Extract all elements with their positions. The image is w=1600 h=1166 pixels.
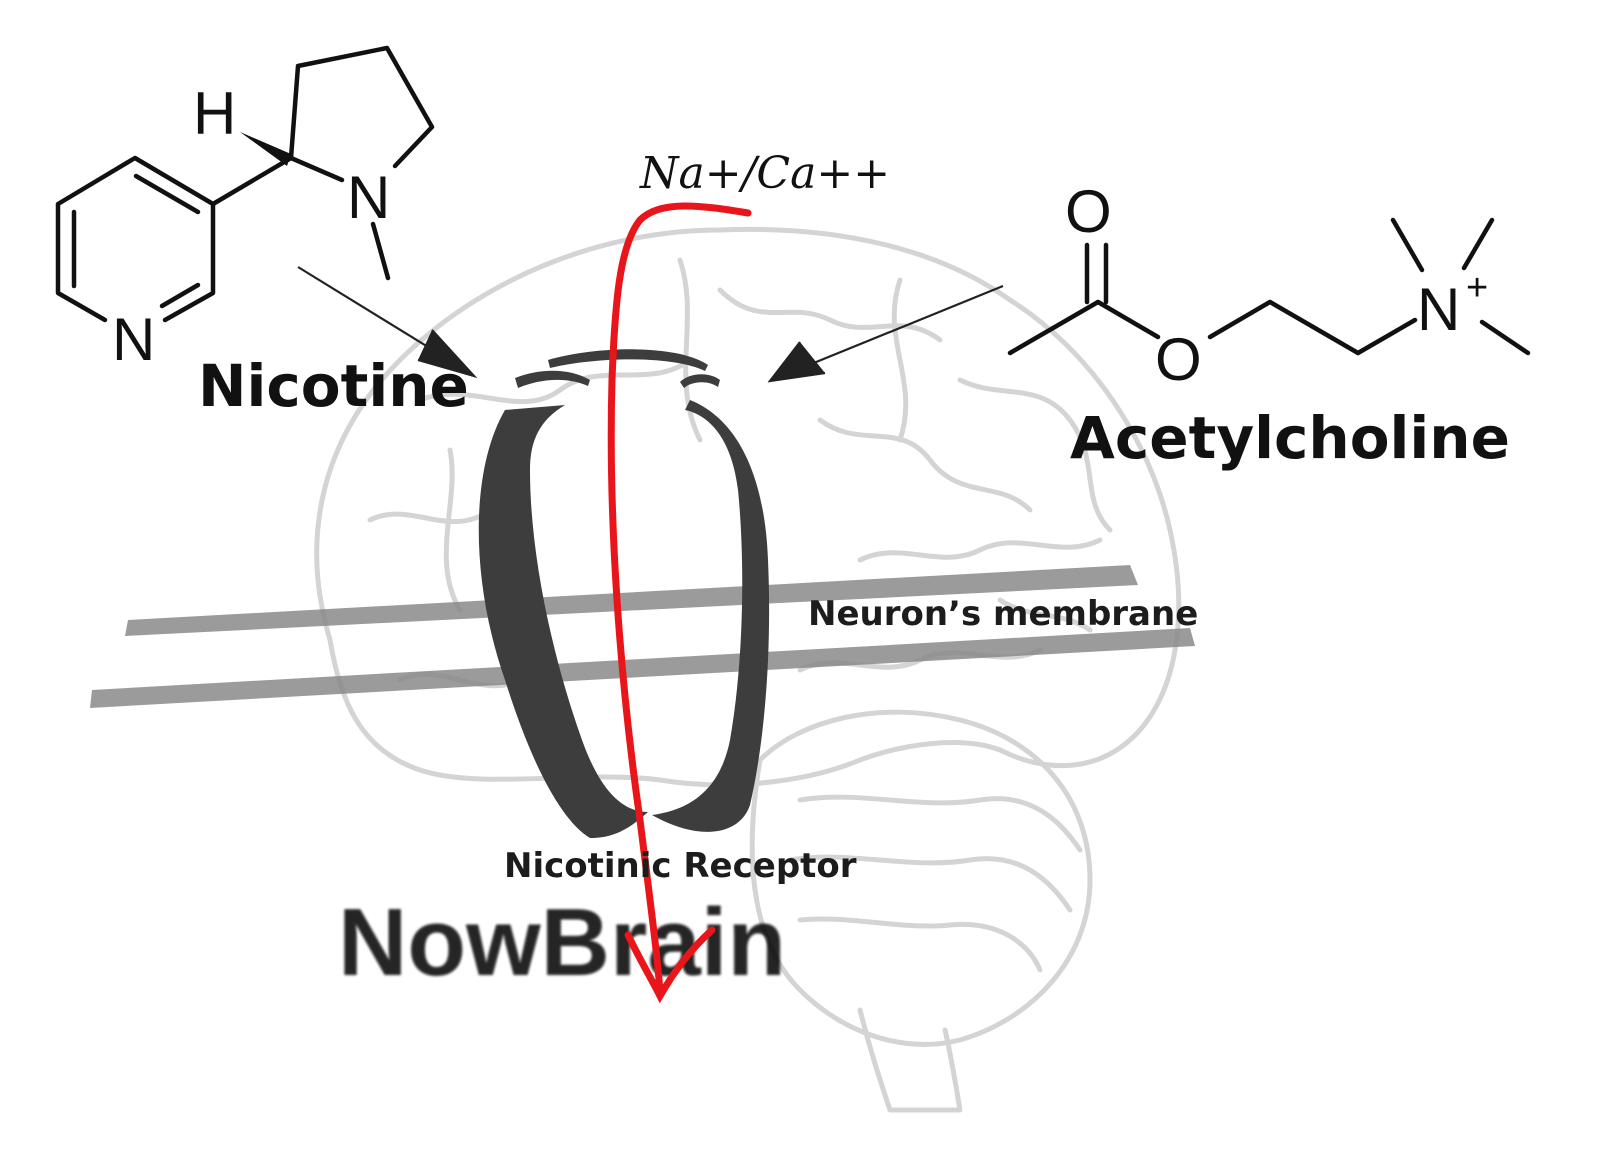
brain-fold	[677, 257, 703, 443]
watermark: NowBrain	[338, 889, 786, 996]
n-methyl-bond	[1390, 217, 1425, 273]
receptor-center-cap	[548, 349, 708, 371]
ion-flow-arrowhead	[624, 926, 716, 1004]
receptor-left-cap	[515, 370, 590, 388]
stereo-wedge-bond	[240, 132, 291, 166]
brain-fold	[443, 447, 463, 613]
membrane-upper-layer	[125, 565, 1138, 636]
brain-fold	[891, 277, 909, 443]
acetylcholine-structure	[1007, 217, 1531, 356]
brain-fold	[797, 916, 1043, 973]
ion-flow-path	[607, 202, 752, 997]
brain-fold	[957, 377, 1113, 533]
nicotine-structure	[55, 45, 435, 323]
brain-fold	[717, 287, 943, 343]
brain-fold	[817, 417, 1033, 513]
brain-fold	[857, 537, 1103, 563]
acetylcholine-label: Acetylcholine	[1070, 404, 1510, 472]
ion-label: Na+/Ca++	[640, 148, 891, 199]
ester-bond	[1095, 299, 1161, 340]
brain-cerebellum-outline	[749, 709, 1093, 1047]
acetyl-methyl-bond	[1007, 299, 1101, 356]
n-methyl-bond	[1479, 319, 1531, 356]
brain-fold	[997, 597, 1093, 633]
ester-o-bond	[1207, 299, 1273, 340]
n-methyl-bond	[370, 221, 391, 281]
acetylcholine-charge: +	[1466, 267, 1488, 309]
membrane-label: Neuron’s membrane	[808, 594, 1199, 634]
acetylcholine-pointer-arrowhead	[767, 341, 826, 383]
brain-fold	[787, 854, 1073, 913]
receptor-right-subunit	[652, 400, 770, 832]
nicotine-label: Nicotine	[198, 352, 469, 420]
n-bond	[1355, 317, 1418, 356]
neuron-membrane	[90, 565, 1195, 708]
ethylene-bond	[1267, 299, 1361, 356]
pyrrolidine-ring	[288, 45, 435, 169]
nicotinic-receptor	[478, 349, 770, 838]
ion-flow-arrow	[607, 202, 752, 1004]
acetylcholine-carbonyl-oxygen-atom: O	[1065, 178, 1112, 245]
pyridine-double-bond	[159, 282, 201, 309]
nicotine-pyrrolidine-nitrogen-atom: N	[347, 164, 390, 231]
acetylcholine-ester-oxygen-atom: O	[1155, 326, 1202, 393]
brain-fold	[417, 357, 693, 405]
pointer-arrows	[297, 266, 1004, 383]
receptor-left-subunit	[478, 405, 648, 838]
membrane-lower-layer	[90, 628, 1195, 708]
acetylcholine-nitrogen-atom: N	[1417, 276, 1460, 343]
receptor-right-cap	[680, 374, 720, 388]
ring-link-bond	[210, 155, 294, 207]
nicotine-ring-nitrogen-atom: N	[112, 306, 155, 373]
brain-fold	[367, 507, 493, 525]
brain-fold	[797, 794, 1083, 853]
brain-stem-outline	[857, 1007, 963, 1113]
n-methyl-bond	[1461, 217, 1495, 271]
pyridine-ring	[55, 155, 216, 323]
nicotine-pointer-arrowhead	[417, 329, 478, 379]
pyridine-double-bond	[133, 173, 201, 215]
pyrrolidine-bond	[288, 155, 345, 183]
nicotine-hydrogen-atom: H	[193, 80, 236, 147]
receptor-label: Nicotinic Receptor	[504, 846, 857, 886]
